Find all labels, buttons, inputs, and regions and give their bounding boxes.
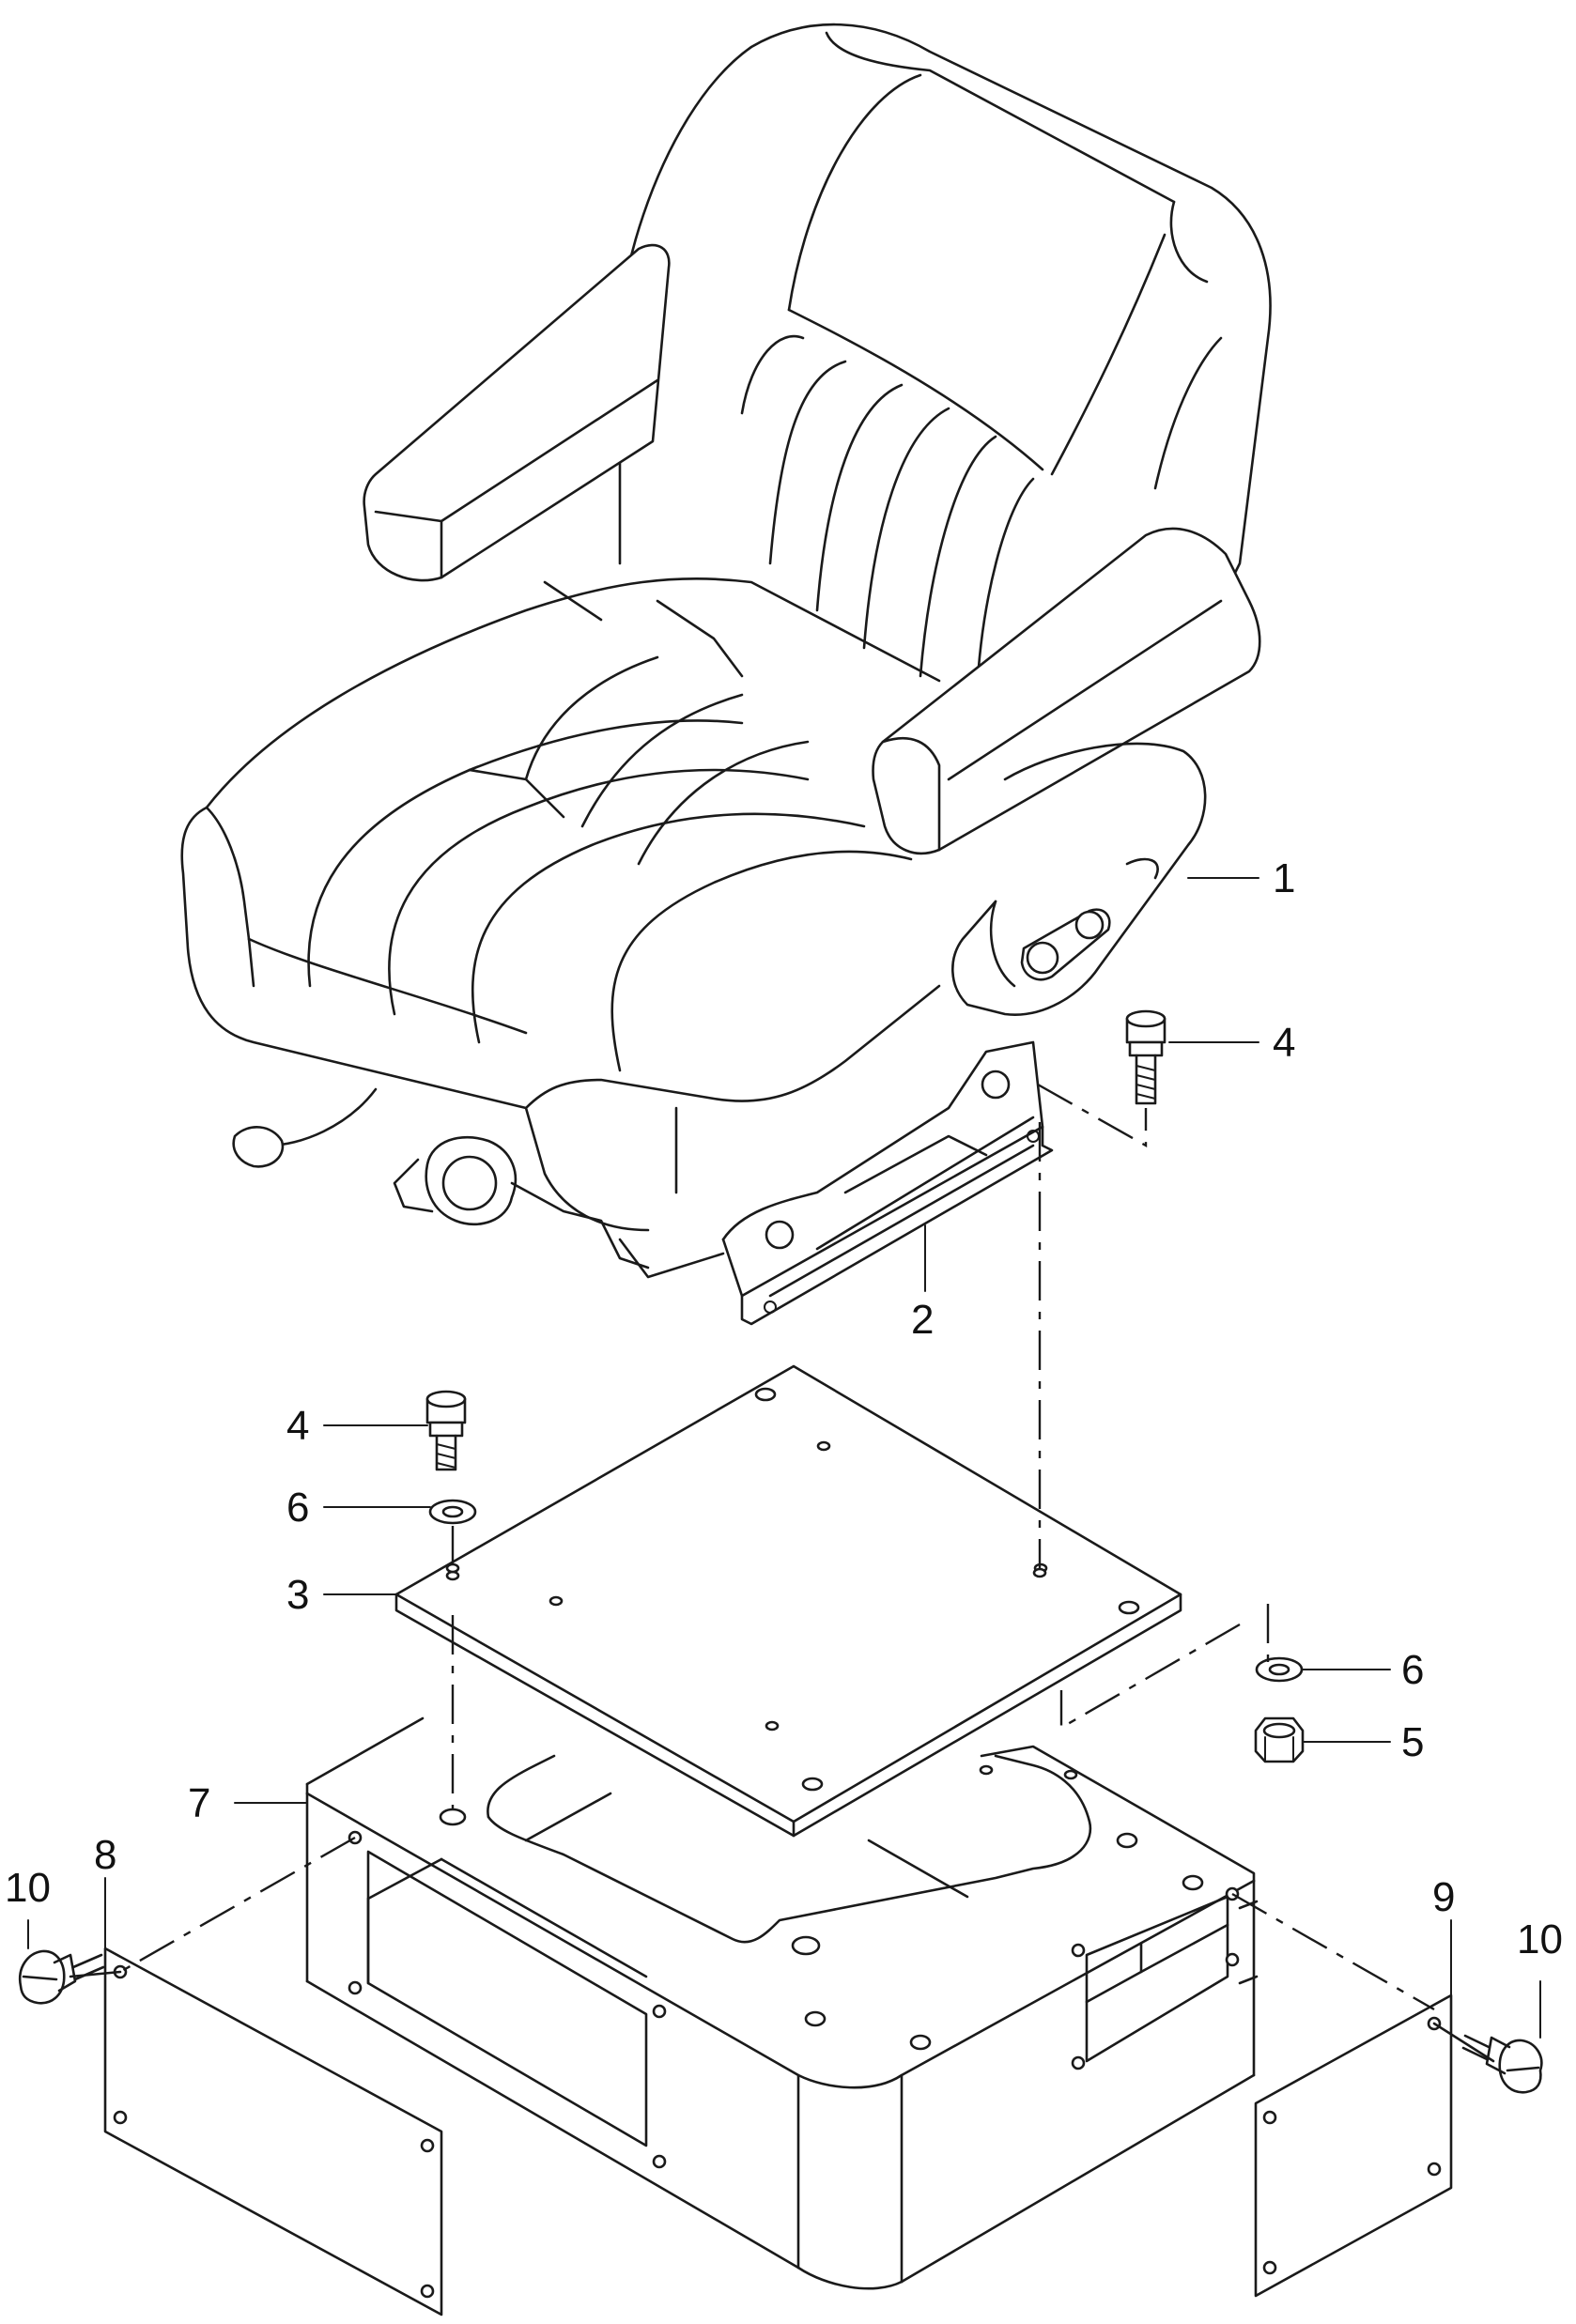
screw-right: [1461, 2034, 1543, 2094]
callout-10-left: 10: [5, 1865, 51, 1911]
callout-3: 3: [286, 1572, 309, 1618]
leader-lines: [27, 877, 1541, 2039]
callout-6-left: 6: [286, 1485, 309, 1531]
callout-4-upper: 4: [1273, 1020, 1295, 1066]
bolt-upper-right: [1125, 1009, 1167, 1105]
operator-seat: [180, 23, 1272, 1326]
callouts: 1 2 3 4 4 5 6 6 7 8 9 10 10: [5, 855, 1563, 1962]
callout-6-right: 6: [1401, 1647, 1424, 1693]
callout-1: 1: [1273, 855, 1295, 901]
assembly-lines: [69, 1083, 1495, 2063]
washer-left: [428, 1499, 477, 1525]
callout-8: 8: [94, 1832, 116, 1878]
mounting-plate: [394, 1364, 1182, 1838]
callout-2: 2: [911, 1297, 934, 1343]
callout-9: 9: [1432, 1874, 1455, 1920]
callout-4-lower: 4: [286, 1403, 309, 1449]
callout-5: 5: [1401, 1719, 1424, 1765]
bolt-upper-left: [425, 1390, 467, 1471]
cover-plate-right: [1254, 1993, 1453, 2298]
callout-10-right: 10: [1517, 1916, 1563, 1962]
seat-stand: [305, 1716, 1259, 2290]
washer-right: [1255, 1656, 1304, 1683]
nut: [1254, 1716, 1305, 1763]
callout-7: 7: [188, 1780, 210, 1826]
cover-plate-left: [103, 1947, 443, 2316]
screw-left: [18, 1949, 105, 2005]
